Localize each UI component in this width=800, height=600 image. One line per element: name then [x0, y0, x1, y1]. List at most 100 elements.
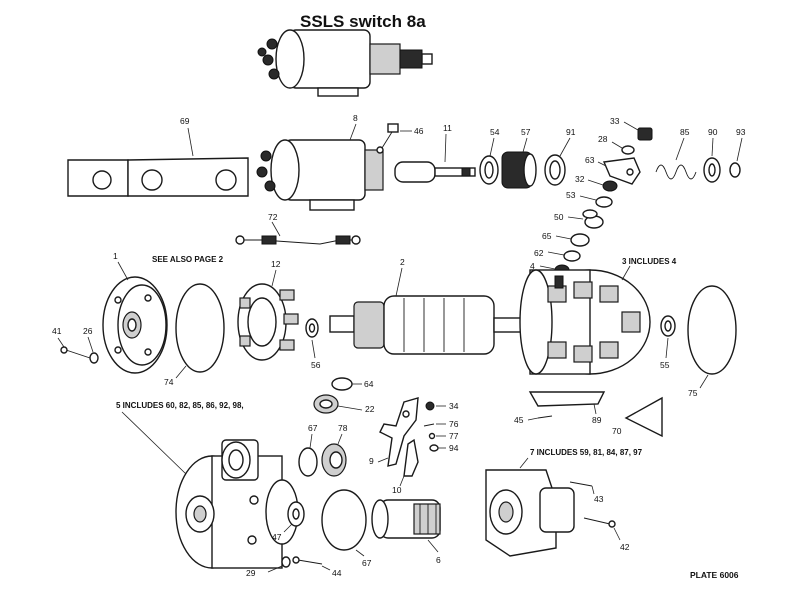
callout-56: 56	[311, 360, 321, 370]
callout-6: 6	[436, 555, 441, 565]
part-67-gasket-lower	[321, 489, 367, 551]
callout-33: 33	[610, 116, 620, 126]
part-85-spring	[655, 164, 697, 180]
part-33-nut	[637, 127, 653, 141]
callout-50: 50	[554, 212, 564, 222]
part-43-screw	[569, 481, 593, 487]
note-includes-5: 5 INCLUDES 60, 82, 85, 86, 92, 98,	[116, 401, 244, 410]
note-includes-7: 7 INCLUDES 59, 81, 84, 87, 97	[530, 448, 643, 457]
part-65-washer	[570, 233, 590, 247]
callout-69: 69	[180, 116, 190, 126]
callout-62: 62	[534, 248, 544, 258]
callout-75: 75	[688, 388, 698, 398]
callout-90: 90	[708, 127, 718, 137]
part-47-washer	[287, 501, 305, 527]
part-57-spring	[501, 151, 537, 189]
part-34-bolt	[425, 401, 435, 411]
part-67-oring-upper	[298, 447, 318, 477]
part-64-oring	[331, 377, 353, 391]
part-10-linkage	[403, 438, 419, 477]
part-93-clip	[729, 162, 741, 178]
callout-72: 72	[268, 212, 278, 222]
part-55-washer	[660, 315, 676, 337]
part-8-solenoid	[256, 139, 384, 211]
part-22-bushing	[313, 394, 339, 414]
callout-55: 55	[660, 360, 670, 370]
part-69-plate	[67, 157, 249, 197]
part-75-gasket	[687, 285, 737, 375]
callout-89: 89	[592, 415, 602, 425]
diagram-title: SSLS switch 8a	[300, 12, 426, 31]
part-70-plate	[624, 396, 663, 438]
callout-34: 34	[449, 401, 459, 411]
part-6-drive	[371, 499, 441, 539]
note-see-also: SEE ALSO PAGE 2	[152, 255, 224, 264]
callout-67-upper: 67	[308, 423, 318, 433]
part-76-pin	[423, 423, 435, 427]
callout-63: 63	[585, 155, 595, 165]
part-63-bracket	[602, 157, 641, 185]
plate-number: PLATE 6006	[690, 570, 739, 580]
part-94-pin	[429, 444, 439, 452]
callout-42: 42	[620, 542, 630, 552]
part-12-brush-plate	[237, 283, 299, 361]
callout-1: 1	[113, 251, 118, 261]
part-46-screw	[376, 123, 399, 154]
callout-78: 78	[338, 423, 348, 433]
callout-67-lower: 67	[362, 558, 372, 568]
callout-32: 32	[575, 174, 585, 184]
callout-54: 54	[490, 127, 500, 137]
part-26-washer	[89, 352, 99, 364]
callout-57: 57	[521, 127, 531, 137]
callout-44: 44	[332, 568, 342, 578]
part-7-end-frame	[485, 469, 575, 557]
callout-91: 91	[566, 127, 576, 137]
part-53-washer	[595, 196, 613, 208]
part-56-washer	[305, 318, 319, 338]
callout-74: 74	[164, 377, 174, 387]
note-includes-3: 3 INCLUDES 4	[622, 257, 677, 266]
callout-26: 26	[83, 326, 93, 336]
part-91-ring	[544, 154, 566, 186]
callout-77: 77	[449, 431, 459, 441]
part-74-gasket	[175, 283, 225, 373]
callout-4: 4	[530, 261, 535, 271]
callout-85: 85	[680, 127, 690, 137]
callout-8: 8	[353, 113, 358, 123]
part-29-washer	[281, 556, 291, 568]
part-89-plate	[528, 391, 606, 407]
callout-47: 47	[272, 532, 282, 542]
callout-65: 65	[542, 231, 552, 241]
part-62-insulator	[563, 250, 581, 262]
part-41-screw	[60, 346, 91, 359]
callout-11: 11	[443, 123, 452, 133]
callout-12: 12	[271, 259, 281, 269]
part-54-washer	[479, 155, 499, 185]
ssls-switch-drawing	[257, 29, 433, 97]
part-45-screw	[537, 415, 553, 419]
part-9-shift-lever	[379, 397, 419, 467]
part-11-plunger	[394, 161, 476, 183]
part-77-clip	[428, 432, 436, 440]
callout-28: 28	[598, 134, 608, 144]
part-78-bushing	[321, 443, 347, 477]
callout-70: 70	[612, 426, 622, 436]
callout-9: 9	[369, 456, 374, 466]
part-72-lead	[235, 235, 361, 245]
callout-93: 93	[736, 127, 746, 137]
callout-53: 53	[566, 190, 576, 200]
part-32-nut	[602, 180, 618, 192]
part-44-bolt	[292, 556, 323, 565]
callout-41: 41	[52, 326, 62, 336]
part-90-washer	[703, 157, 721, 183]
part-50-insulator	[582, 209, 604, 229]
part-28-washer	[621, 145, 635, 155]
part-42-screw	[583, 517, 616, 528]
callout-43: 43	[594, 494, 604, 504]
callout-45: 45	[514, 415, 524, 425]
callout-2: 2	[400, 257, 405, 267]
part-5-drive-housing	[175, 439, 299, 569]
callout-64: 64	[364, 379, 374, 389]
callout-94: 94	[449, 443, 459, 453]
